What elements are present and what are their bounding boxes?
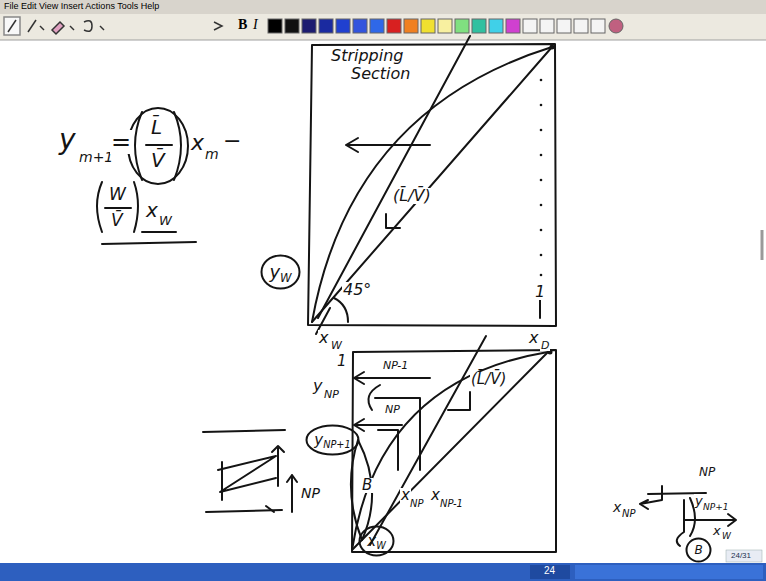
variable: y [269, 261, 280, 282]
stage-label: B [361, 478, 373, 493]
paren [135, 112, 142, 180]
equals-sign: = [110, 130, 132, 154]
toolbar-button: B [238, 18, 247, 32]
slope-label: (L̄/V̄) [392, 188, 432, 204]
circled-term: B [685, 537, 712, 563]
axis-value: 1 [534, 284, 546, 300]
circle-outline [262, 256, 300, 289]
tick [539, 300, 541, 318]
variable: x [190, 132, 205, 154]
paren [134, 182, 138, 232]
diagonal-line [312, 47, 552, 322]
variable: y [314, 431, 323, 449]
equilibrium-curve [312, 47, 552, 322]
variable: x [367, 532, 376, 550]
tray-line [203, 430, 285, 432]
slope-label: (L̄/V̄) [470, 372, 507, 387]
section-title: Section [350, 66, 411, 82]
circle-outline [307, 426, 359, 455]
hand-circle [128, 108, 188, 184]
arrow [640, 486, 662, 509]
fraction-bar [105, 207, 131, 209]
arrow [354, 372, 430, 384]
toolbar-button: I [253, 18, 258, 32]
flow-line [677, 500, 684, 546]
stage-label: NP-1 [382, 360, 409, 371]
page-slot [530, 565, 570, 579]
scroll-bar [0, 563, 766, 581]
variable: W [108, 186, 127, 203]
paren [97, 182, 102, 232]
slope-triangle [448, 392, 470, 410]
stage-label: NP [300, 486, 321, 500]
subscript: NP [409, 499, 425, 509]
zigzag-flow [218, 456, 276, 492]
axis-label: x [318, 330, 329, 346]
circled-term: yW [260, 254, 301, 290]
subscript: W [721, 532, 732, 541]
arrow [684, 514, 736, 526]
dotted-line [540, 45, 555, 277]
step [378, 430, 398, 470]
menu-items: File Edit View Insert Actions Tools Help [4, 2, 159, 11]
page-slot [575, 565, 763, 579]
subscript: NP+1 [323, 439, 351, 450]
subscript: m+1 [78, 150, 114, 164]
subscript: W [158, 214, 173, 227]
paren [174, 112, 181, 180]
subscript: W [280, 271, 292, 285]
subscript: D [540, 340, 550, 351]
circle-outline [687, 539, 711, 562]
subscript: NP-1 [439, 499, 464, 509]
stage-label: NP [698, 466, 716, 478]
axis-label: x [528, 330, 539, 346]
underline [102, 242, 196, 244]
variable: V̄ [150, 150, 166, 170]
tick [266, 506, 274, 512]
variable: y [312, 378, 323, 394]
variable: x [145, 200, 159, 220]
circled-term: xW [358, 525, 395, 557]
arrow-head [272, 446, 284, 452]
step [375, 398, 420, 470]
page-counter: 24/31 [731, 552, 751, 560]
variable: V̄ [110, 212, 124, 229]
page-number: 24 [544, 566, 555, 576]
subscript: m [204, 147, 220, 161]
variable: y [58, 126, 77, 154]
flow-line [222, 448, 278, 500]
slope-triangle [386, 214, 400, 228]
arrow [287, 475, 297, 512]
stage-label: NP [384, 404, 401, 415]
operating-line [318, 36, 470, 318]
axis-value: 1 [336, 354, 348, 369]
underline [142, 231, 176, 233]
tool-icons [4, 17, 222, 35]
toolbar [0, 14, 766, 40]
plot-frame [308, 44, 556, 326]
subscript: W [376, 540, 386, 551]
variable: B [694, 543, 702, 557]
subscript: NP [323, 389, 340, 400]
color-palette [268, 19, 623, 33]
diagonal-line [352, 352, 548, 550]
subscript: NP [621, 509, 637, 519]
operating-line [370, 336, 486, 545]
hand-arrow [368, 385, 380, 410]
minus-sign: − [222, 130, 242, 152]
subscript: W [330, 340, 343, 351]
arrow [346, 138, 430, 152]
section-title: Stripping [330, 48, 405, 64]
angle-label: 45° [342, 282, 372, 298]
circle-outline [360, 527, 394, 556]
circled-term: yNP+1 [305, 424, 360, 456]
angle-arc [334, 298, 348, 322]
fraction-bar [146, 144, 172, 146]
subscript: NP+1 [702, 503, 729, 512]
menu-bar [0, 0, 766, 14]
equilibrium-curve [352, 352, 548, 550]
variable: L̄ [150, 117, 163, 137]
